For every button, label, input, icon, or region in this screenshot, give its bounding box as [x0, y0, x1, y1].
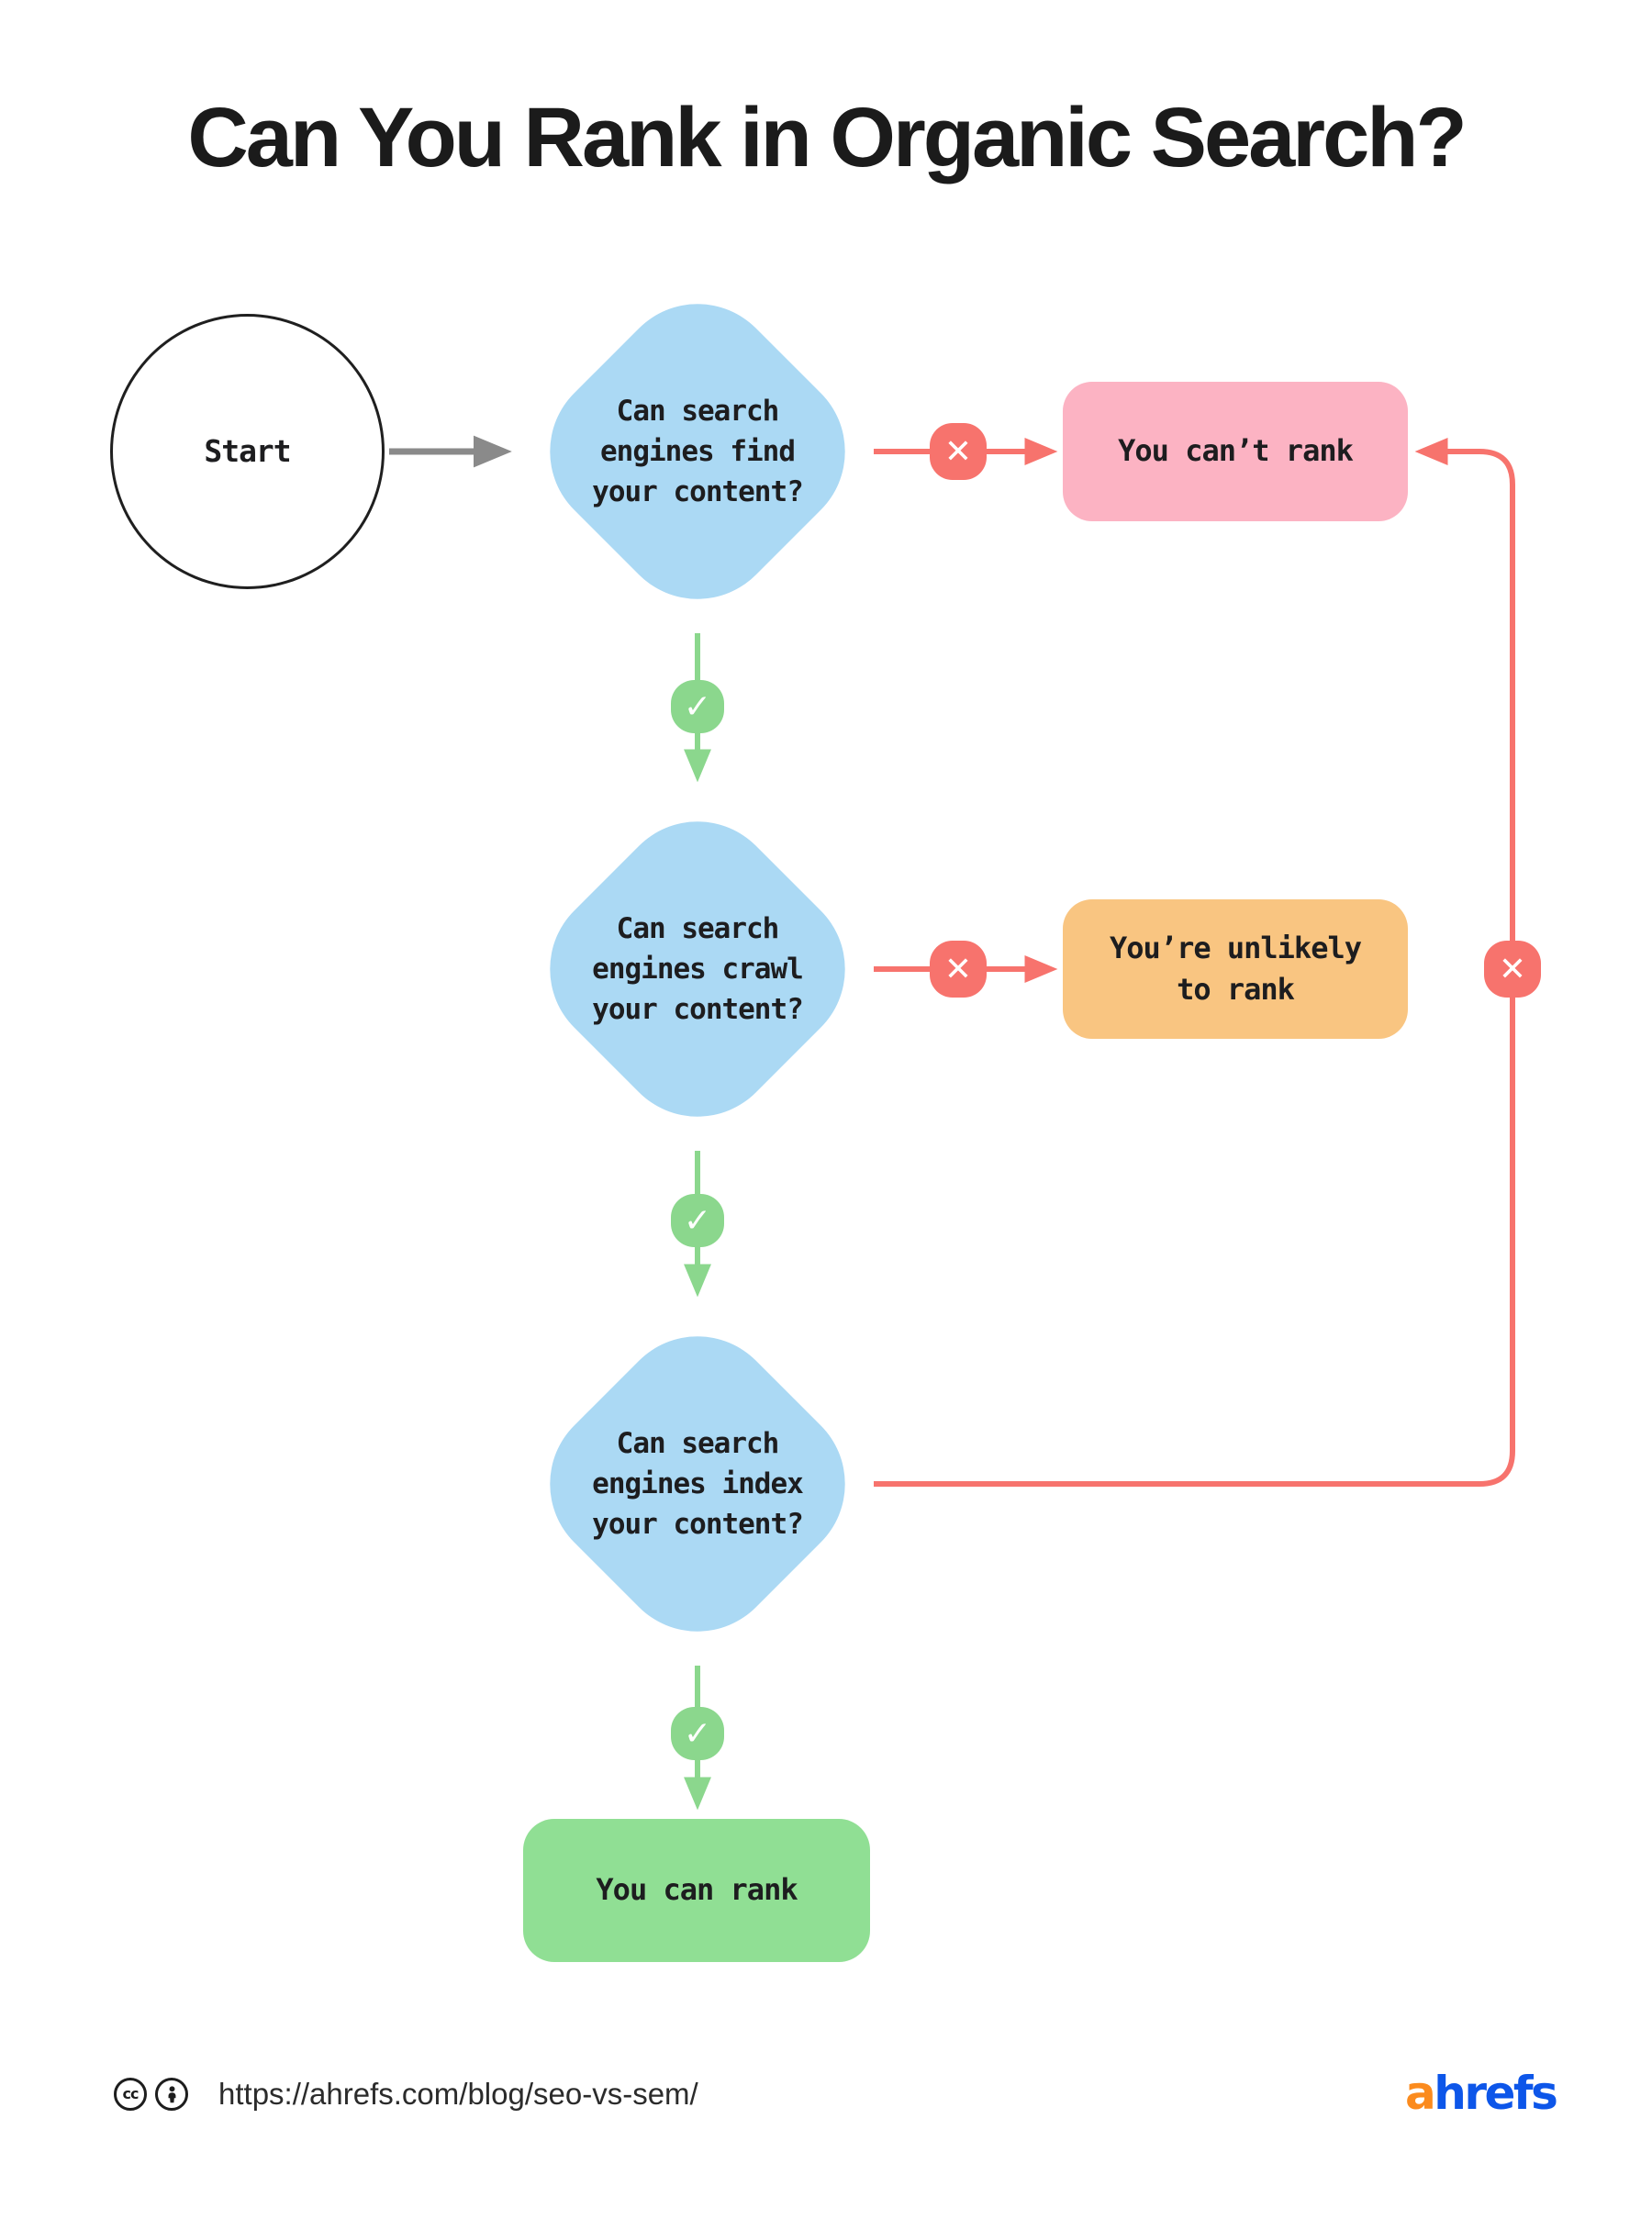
- check-glyph: ✓: [683, 1201, 712, 1240]
- x-glyph: ✕: [943, 950, 973, 988]
- attribution-person-icon: [168, 2086, 175, 2103]
- cc-label: cc: [122, 2085, 140, 2102]
- check-glyph: ✓: [683, 687, 712, 726]
- x-glyph: ✕: [1498, 950, 1527, 988]
- outcome-cant-rank-label: You can’t rank: [1118, 433, 1354, 469]
- start-node: Start: [110, 314, 385, 589]
- creative-commons-icon: cc: [114, 2078, 147, 2111]
- x-glyph: ✕: [943, 432, 973, 471]
- outcome-can-rank-label: You can rank: [596, 1872, 798, 1908]
- outcome-unlikely-rank-node: You’re unlikely to rank: [1063, 899, 1408, 1039]
- ahrefs-logo-hrefs: hrefs: [1434, 2067, 1558, 2120]
- outcome-cant-rank-node: You can’t rank: [1063, 382, 1408, 521]
- yes-check-icon: ✓: [671, 1194, 724, 1247]
- no-x-icon: ✕: [1484, 941, 1541, 998]
- decision-index-label: Can search engines index your content?: [592, 1426, 804, 1541]
- page-title: Can You Rank in Organic Search?: [187, 91, 1467, 184]
- yes-check-icon: ✓: [671, 1707, 724, 1760]
- start-label: Start: [204, 432, 291, 469]
- source-url: https://ahrefs.com/blog/seo-vs-sem/: [218, 2077, 698, 2111]
- decision-crawl-label: Can search engines crawl your content?: [592, 911, 804, 1026]
- ahrefs-logo-a: a: [1405, 2067, 1436, 2120]
- yes-check-icon: ✓: [671, 680, 724, 733]
- decision-find-label: Can search engines find your content?: [592, 394, 804, 508]
- decision-find-node: Can search engines find your content?: [516, 270, 879, 633]
- outcome-unlikely-rank-label: You’re unlikely to rank: [1110, 930, 1362, 1007]
- check-glyph: ✓: [683, 1714, 712, 1753]
- ahrefs-logo: ahrefs: [1405, 2070, 1558, 2116]
- outcome-can-rank-node: You can rank: [523, 1819, 870, 1962]
- attribution-icon: [155, 2078, 188, 2111]
- decision-crawl-node: Can search engines crawl your content?: [516, 787, 879, 1151]
- no-x-icon: ✕: [930, 423, 987, 480]
- no-x-icon: ✕: [930, 941, 987, 998]
- footer: cc https://ahrefs.com/blog/seo-vs-sem/: [114, 2076, 698, 2113]
- decision-index-node: Can search engines index your content?: [516, 1302, 879, 1666]
